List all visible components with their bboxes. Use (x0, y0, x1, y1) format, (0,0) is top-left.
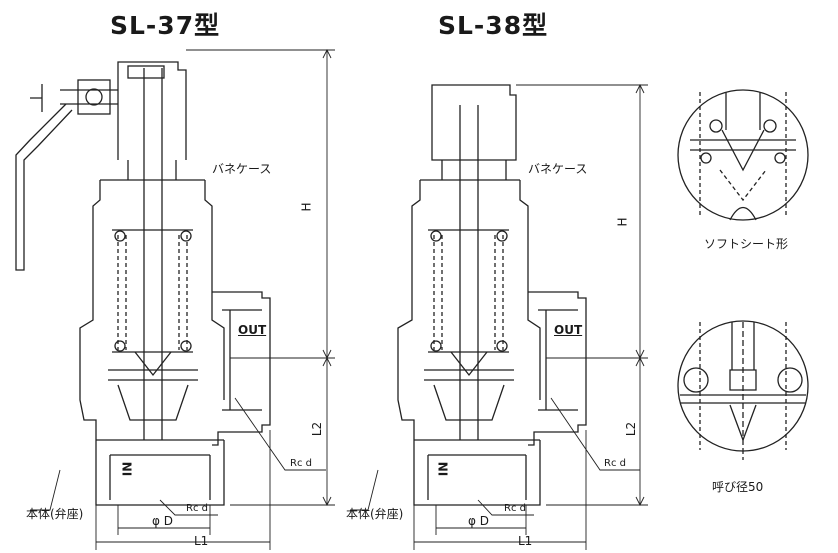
sl38-title: SL-38型 (438, 11, 549, 40)
sl38-phi-d-label: φ D (468, 514, 489, 528)
sl37-spring-case-label: バネケース (212, 162, 272, 176)
sl37-dimensions (30, 48, 335, 550)
sl37-out-label: OUT (238, 323, 267, 337)
sl37-title: SL-37型 (110, 11, 221, 40)
nominal-50-detail (677, 320, 809, 460)
sl38-l1-label: L1 (518, 534, 533, 548)
sl38-rc-d-outlet: Rc d (604, 458, 626, 469)
sl38-spring-case-label: バネケース (528, 162, 588, 176)
sl37-h-label: H (299, 202, 314, 212)
sl38-dimensions (350, 83, 648, 550)
sl37-valve-body (15, 61, 271, 506)
sl37-in-label: IN (120, 461, 135, 477)
sl38-valve-body (397, 84, 587, 506)
sl37-rc-d-inlet: Rc d (186, 503, 208, 514)
sl38-out-label: OUT (554, 323, 583, 337)
sl38-l2-label: L2 (624, 421, 639, 437)
sl37-rc-d-outlet: Rc d (290, 458, 312, 469)
sl38-rc-d-inlet: Rc d (504, 503, 526, 514)
sl38-in-label: IN (436, 461, 451, 477)
sl37-body-label: 本体(弁座) (26, 507, 84, 521)
sl37-l2-label: L2 (310, 421, 325, 437)
sl37-l1-label: L1 (194, 534, 209, 548)
nominal-50-caption: 呼び径50 (712, 480, 764, 494)
soft-seat-caption: ソフトシート形 (704, 237, 789, 251)
sl38-h-label: H (615, 217, 630, 227)
sl37-phi-d-label: φ D (152, 514, 173, 528)
sl38-body-label: 本体(弁座) (346, 507, 404, 521)
soft-seat-detail (677, 89, 809, 221)
